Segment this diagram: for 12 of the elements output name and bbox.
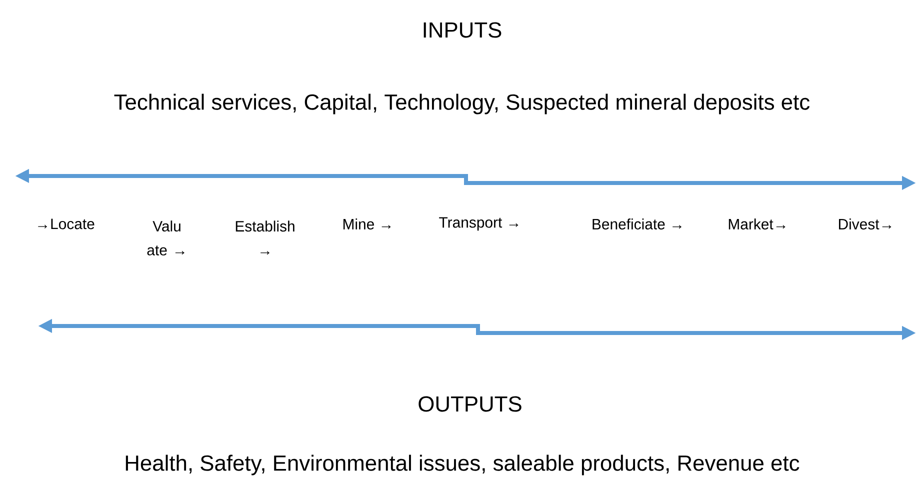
step-label: Valu ate → [147,220,184,256]
output-list: Health, Safety, Environmental issues, saleable products, Revenue etc [126,454,800,476]
input-list: Technical services, Capital, Technology, Suspected mineral deposits etc [114,94,810,114]
heading: INPUTS [424,22,502,38]
step-label: Market→ [728,218,786,230]
step-label: Mine → [343,218,391,230]
step-label: →Locate [38,218,94,230]
step-label: Transport → [439,217,518,231]
step-label: Divest→ [839,218,892,230]
heading: OUTPUTS [418,396,522,412]
step-label: Beneficiate → [592,218,682,230]
step-label: Establish → [236,220,294,255]
